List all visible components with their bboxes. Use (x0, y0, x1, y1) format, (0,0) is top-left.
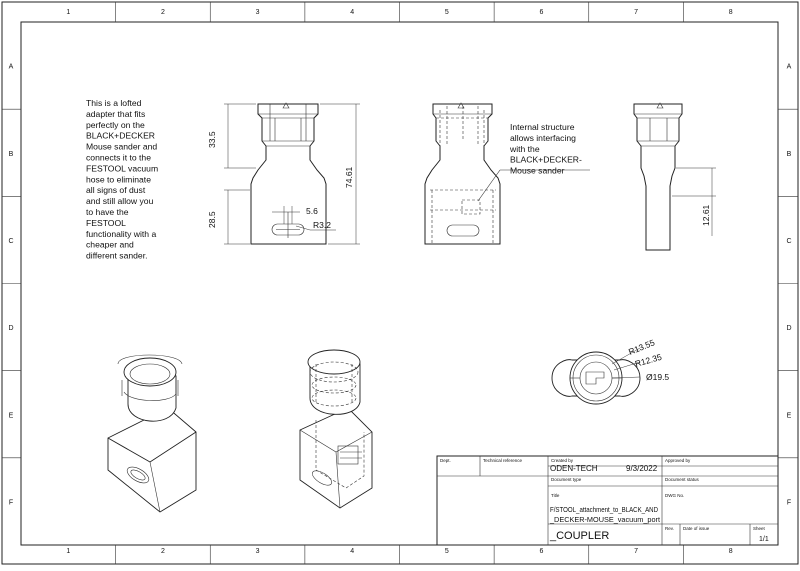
column-label: 6 (539, 548, 543, 555)
note-line: hose to eliminate (86, 174, 151, 184)
date-issue-label: Date of issue (683, 526, 710, 531)
dim-diameter: Ø19.5 (646, 372, 669, 382)
iso-view-solid (107, 354, 197, 513)
dim-top-height: 33.5 (207, 131, 217, 148)
note-line: FESTOOL vacuum (86, 163, 158, 173)
row-label: A (9, 64, 14, 71)
sheet-value: 1/1 (759, 536, 769, 543)
title-label: Title (551, 493, 560, 498)
row-label: A (787, 64, 792, 71)
column-label: 1 (66, 548, 70, 555)
dim-slot-radius: R3.2 (313, 220, 331, 230)
title-block: Dept. Technical reference Created by ODE… (436, 455, 779, 546)
row-label: C (786, 238, 791, 245)
row-label: F (787, 499, 791, 506)
sheet-label: Sheet (753, 526, 766, 531)
tech-ref-label: Technical reference (483, 458, 523, 463)
column-labels-top: 1 2 3 4 5 6 7 8 (66, 9, 732, 16)
approved-by-label: Approved by (665, 458, 691, 463)
note-line: Internal structure (510, 122, 575, 132)
doc-status-label: Document status (665, 477, 700, 482)
row-label: D (786, 325, 791, 332)
created-by-label: Created by (551, 458, 574, 463)
created-date: 9/3/2022 (626, 464, 658, 473)
row-label: B (9, 151, 14, 158)
row-label: F (9, 499, 13, 506)
column-label: 1 (66, 9, 70, 16)
note-line: perfectly on the (86, 120, 145, 130)
column-label: 5 (445, 9, 449, 16)
column-labels-bottom: 1 2 3 4 5 6 7 8 (66, 548, 732, 555)
note-line: This is a lofted (86, 98, 142, 108)
note-line: functionality with a (86, 229, 156, 239)
dwg-no-label: DWG No. (665, 493, 684, 498)
column-label: 6 (539, 9, 543, 16)
dept-label: Dept. (440, 458, 451, 463)
column-label: 2 (161, 548, 165, 555)
note-line: and still allow you (86, 196, 154, 206)
zone-ticks (2, 2, 798, 564)
created-by: ODEN-TECH (550, 464, 598, 473)
note-line: adapter that fits (86, 109, 145, 119)
dim-side-height: 12.61 (701, 204, 711, 226)
note-line: cheaper and (86, 240, 134, 250)
note-line: connects it to the (86, 153, 151, 163)
note-line: all signs of dust (86, 185, 146, 195)
note-line: BLACK+DECKER (86, 131, 155, 141)
title-main: _COUPLER (549, 530, 609, 542)
column-label: 2 (161, 9, 165, 16)
row-label: E (9, 412, 14, 419)
note-line: different sander. (86, 251, 147, 261)
note-line: FESTOOL (86, 218, 126, 228)
dim-total-height: 74.61 (344, 166, 354, 188)
dim-slot-width: 5.6 (306, 206, 318, 216)
note-line: Mouse sander (510, 166, 565, 176)
row-label: B (787, 151, 792, 158)
note-line: BLACK+DECKER- (510, 155, 582, 165)
front-view: 33.5 28.5 74.61 5.6 R3.2 (207, 102, 360, 245)
side-view: 12.61 (633, 102, 716, 251)
column-label: 7 (634, 9, 638, 16)
column-label: 7 (634, 548, 638, 555)
column-label: 8 (729, 9, 733, 16)
rev-label: Rev. (665, 526, 674, 531)
row-label: E (787, 412, 792, 419)
column-label: 5 (445, 548, 449, 555)
note-line: with the (509, 144, 540, 154)
column-label: 4 (350, 9, 354, 16)
iso-view-hidden (299, 349, 373, 509)
dim-bottom-height: 28.5 (207, 211, 217, 228)
doc-type-label: Document type (551, 477, 582, 482)
note-line: allows interfacing (510, 133, 576, 143)
note-line: Mouse sander and (86, 142, 157, 152)
column-label: 4 (350, 548, 354, 555)
title-line-2: _DECKER-MOUSE_vacuum_port (549, 515, 660, 524)
column-label: 3 (256, 548, 260, 555)
note-line: to have the (86, 207, 129, 217)
title-line-1: F/STOOL_attachment_to_BLACK_AND (550, 505, 658, 514)
column-label: 3 (256, 9, 260, 16)
row-label: C (8, 238, 13, 245)
row-label: D (8, 325, 13, 332)
column-label: 8 (729, 548, 733, 555)
row-labels-left: A B C D E F (8, 64, 13, 507)
row-labels-right: A B C D E F (786, 64, 791, 507)
